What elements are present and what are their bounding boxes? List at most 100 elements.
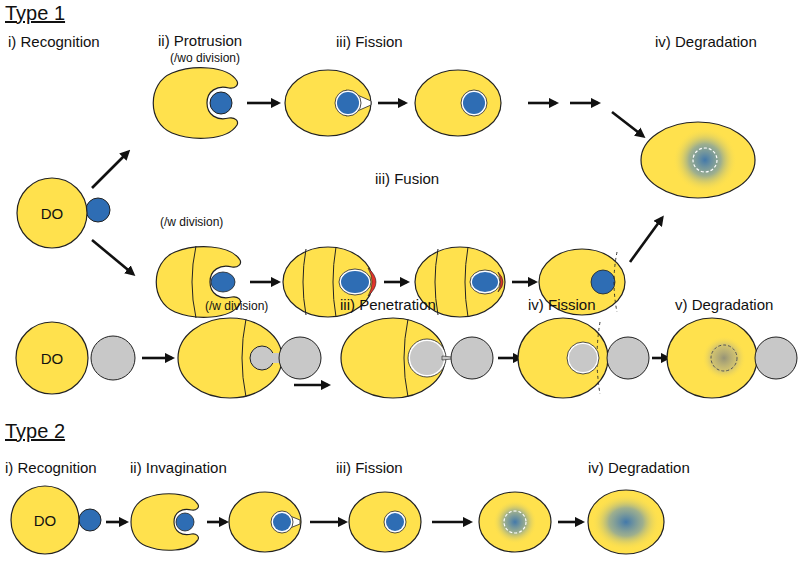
cell — [518, 318, 608, 398]
arrow — [92, 152, 128, 188]
cell — [479, 492, 551, 552]
arrow — [652, 357, 668, 360]
vacuole-membrane — [339, 269, 371, 295]
degrading-organelle — [673, 128, 737, 192]
cell-label: DO — [41, 205, 64, 222]
cell — [285, 70, 371, 136]
degrading-organelle — [493, 500, 537, 544]
arrow — [310, 521, 345, 524]
target-cell — [410, 341, 444, 375]
stage-label: iii) Fission — [336, 33, 403, 50]
division-line — [303, 249, 306, 315]
cell — [341, 318, 445, 398]
arrow — [247, 102, 278, 105]
stage-label: i) Recognition — [5, 459, 97, 476]
cell-body — [11, 486, 79, 554]
cell — [588, 490, 664, 554]
stage-label: v) Degradation — [675, 296, 773, 313]
donor-cell: DO — [15, 321, 89, 395]
target-organelle — [273, 513, 291, 531]
arrow — [558, 521, 582, 524]
target-organelle — [463, 92, 485, 114]
cell — [667, 318, 757, 398]
arrow — [92, 240, 133, 274]
division-line — [333, 247, 336, 317]
cell-label: DO — [34, 512, 57, 529]
stage-label: iv) Degradation — [655, 33, 757, 50]
stage-label: iii) Fission — [336, 459, 403, 476]
cell — [641, 122, 755, 198]
cell — [349, 492, 421, 552]
target-cell — [91, 336, 135, 380]
arrow — [378, 102, 405, 105]
target-organelle — [79, 509, 101, 531]
cell-label: DO — [41, 350, 64, 367]
node-text-box: DO — [10, 485, 80, 555]
vacuole-membrane — [693, 148, 717, 172]
arrow — [142, 357, 172, 360]
target-organelle — [591, 270, 615, 294]
target-cell — [569, 344, 597, 372]
donor-cell: DO — [10, 485, 80, 555]
arrow — [384, 281, 407, 284]
arrow — [250, 281, 278, 284]
cell — [415, 70, 501, 136]
cell-body — [17, 178, 87, 248]
arrow — [512, 281, 535, 284]
vacuole-membrane — [504, 511, 526, 533]
target-organelle — [210, 92, 232, 114]
stage-label: iii) Penetration — [340, 296, 436, 313]
stage-label: iv) Degradation — [588, 459, 690, 476]
stage-label: ii) Protrusion — [158, 32, 242, 49]
target-organelle — [211, 272, 235, 292]
arrow — [432, 521, 470, 524]
target-cell — [607, 337, 649, 379]
arrow — [528, 102, 556, 105]
vacuole-membrane — [470, 270, 500, 294]
section-heading: Type 2 — [5, 420, 65, 443]
target-organelle — [472, 272, 498, 292]
vacuole-membrane — [408, 339, 446, 377]
stage-label: ii) Invagination — [130, 459, 227, 476]
target-cell — [755, 337, 797, 379]
cell — [229, 492, 301, 552]
fusion-site — [498, 272, 503, 292]
degrading-cell — [702, 336, 746, 380]
arrows — [92, 103, 668, 522]
stage-label: iv) Fission — [528, 296, 596, 313]
vacuole-membrane — [384, 511, 406, 533]
arrow — [612, 112, 643, 136]
target-cell — [451, 337, 493, 379]
target-cell — [279, 337, 321, 379]
cell-body — [16, 322, 88, 394]
stage-label: (/w division) — [160, 216, 223, 230]
division-line — [404, 319, 408, 397]
stage-label: iii) Fusion — [375, 170, 439, 187]
donor-cell: DO — [16, 177, 88, 249]
cell — [178, 318, 282, 398]
arrow — [207, 521, 226, 524]
target-organelle — [386, 513, 404, 531]
arrow — [498, 357, 520, 360]
node-text-box: DO — [16, 177, 88, 249]
vacuole-membrane — [567, 342, 599, 374]
arrow — [630, 218, 662, 262]
target-organelle — [86, 198, 110, 222]
arrow — [294, 384, 328, 387]
vacuole-membrane — [271, 511, 293, 533]
target-organelle — [337, 92, 359, 114]
degrading-organelle — [592, 494, 660, 550]
target-organelle — [341, 271, 369, 293]
fusion-site — [368, 268, 376, 296]
protruding-cell — [153, 68, 237, 139]
section-heading: Type 1 — [5, 2, 65, 25]
stage-label: (/wo division) — [170, 52, 240, 66]
vacuole-membrane — [461, 90, 487, 116]
arrow — [570, 102, 598, 105]
stage-label: i) Recognition — [8, 33, 100, 50]
vacuole-membrane — [335, 90, 361, 116]
node-text-box: DO — [15, 321, 89, 395]
division-line — [465, 247, 468, 317]
